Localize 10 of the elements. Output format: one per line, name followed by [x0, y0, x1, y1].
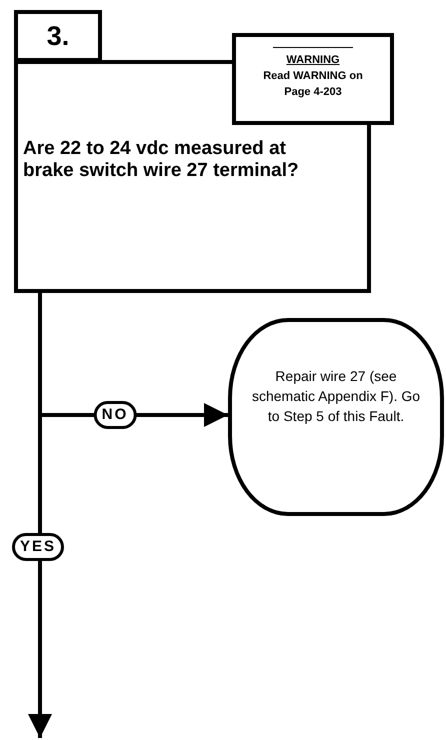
warning-text: Read WARNING on Page 4-203 — [262, 69, 364, 100]
edge-label: YES — [12, 533, 64, 561]
edge-label: NO — [94, 401, 136, 429]
flow-arrow — [28, 293, 52, 738]
question-text: Are 22 to 24 vdc measured at brake switch wire 27 terminal? — [23, 138, 300, 182]
step-number: 3. — [46, 20, 70, 53]
step-tab — [14, 10, 102, 62]
warning-heading: WARNING — [286, 53, 340, 68]
warning-box — [232, 33, 394, 125]
action-text: Repair wire 27 (see schematic Appendix F). Go to Step 5 of this Fault. — [250, 367, 422, 426]
